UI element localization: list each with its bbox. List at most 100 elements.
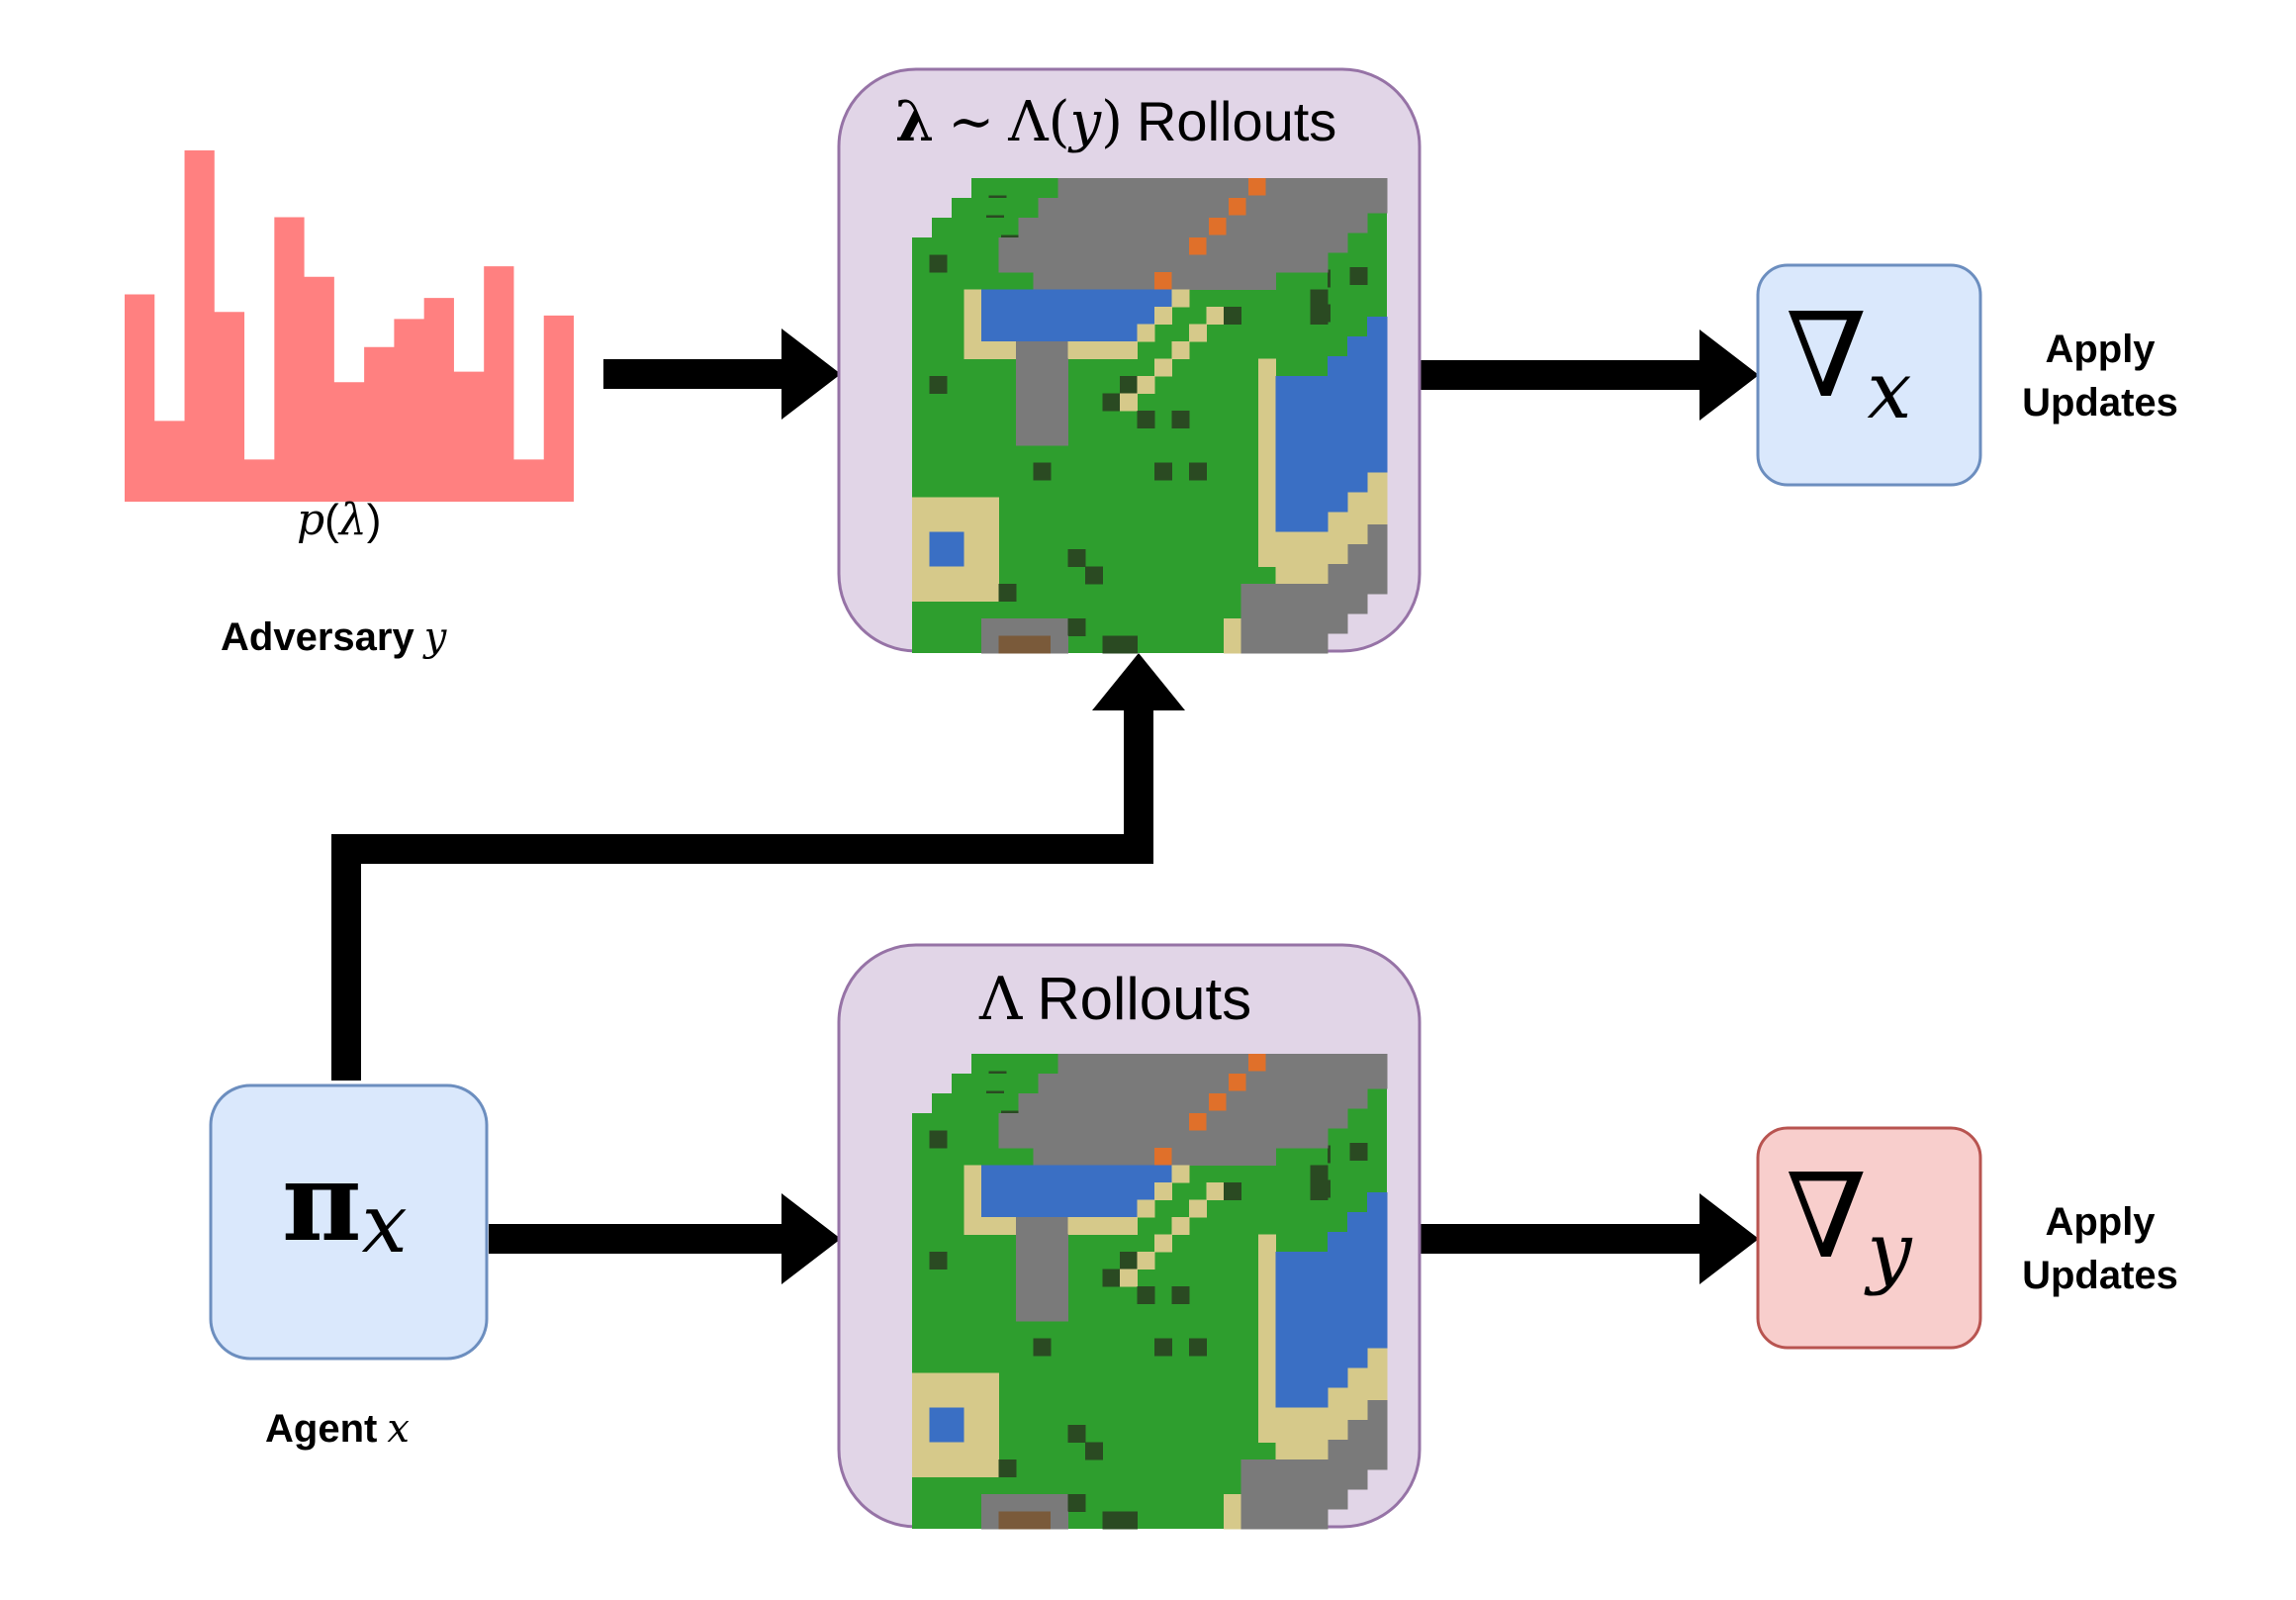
- map-tile: [1293, 1459, 1311, 1477]
- map-tile: [1258, 1269, 1276, 1287]
- map-tile: [1310, 237, 1329, 255]
- map-tile: [1067, 272, 1086, 290]
- map-tile: [1258, 376, 1276, 394]
- map-tile: [947, 1459, 964, 1477]
- map-tile: [1120, 237, 1138, 255]
- arrow-agent-to-top-rollouts-path: [331, 699, 1153, 1081]
- map-tile: [1293, 393, 1311, 412]
- map-tile: [1240, 1511, 1259, 1530]
- map-tile: [1258, 393, 1276, 412]
- map-tile: [1310, 289, 1329, 308]
- map-tile: [1258, 1425, 1276, 1443]
- map-tile: [1102, 341, 1121, 359]
- map-tile: [1310, 1165, 1329, 1183]
- arrow-agent-to-bottom-rollouts-shaft: [489, 1224, 796, 1254]
- map-tile: [1033, 1286, 1052, 1304]
- map-tile: [1224, 237, 1241, 255]
- map-tile: [998, 324, 1017, 342]
- map-tile: [964, 1182, 982, 1200]
- map-tile: [1154, 272, 1172, 290]
- map-tile: [1085, 324, 1103, 342]
- map-tile: [981, 341, 999, 359]
- map-tile: [998, 1494, 1017, 1512]
- map-tile: [1224, 1182, 1241, 1200]
- map-tile: [1349, 492, 1368, 511]
- map-tile: [1231, 178, 1249, 196]
- map-tile: [981, 618, 999, 636]
- map-tile: [1057, 178, 1076, 196]
- map-tile: [912, 1372, 930, 1391]
- map-tile: [1330, 218, 1348, 235]
- map-tile: [1016, 237, 1034, 255]
- bottom-rollouts-title: Λ Rollouts: [979, 965, 1251, 1034]
- map-tile: [981, 1182, 999, 1200]
- map-tile: [1369, 421, 1388, 438]
- map-tile: [1258, 497, 1276, 516]
- map-tile: [1016, 1511, 1034, 1530]
- map-tile: [1051, 254, 1068, 273]
- map-tile: [964, 531, 982, 550]
- map-tile: [1349, 1281, 1368, 1299]
- map-tile: [1240, 1459, 1259, 1477]
- map-tile: [1224, 254, 1241, 273]
- map-tile: [1070, 218, 1088, 235]
- map-tile: [1275, 445, 1294, 463]
- map-tile: [981, 497, 999, 516]
- map-tile: [1033, 1269, 1052, 1287]
- map-tile: [1240, 237, 1259, 255]
- map-tile: [1154, 462, 1172, 481]
- map-tile: [1369, 1435, 1388, 1453]
- map-tile: [1189, 1113, 1207, 1131]
- map-tile: [1258, 1252, 1276, 1270]
- map-tile: [1275, 1407, 1294, 1426]
- map-tile: [1258, 635, 1276, 654]
- map-tile: [1258, 1407, 1276, 1426]
- map-tile: [1349, 440, 1368, 458]
- map-tile: [1369, 368, 1388, 387]
- map-tile: [1016, 1269, 1034, 1287]
- map-tile: [1349, 1143, 1368, 1161]
- map-tile: [1258, 1303, 1276, 1322]
- map-tile: [964, 1459, 982, 1477]
- map-tile: [1310, 1476, 1329, 1495]
- map-tile: [1313, 1093, 1331, 1111]
- map-tile: [1087, 1093, 1106, 1111]
- map-tile: [1330, 512, 1348, 530]
- map-tile: [1051, 1148, 1068, 1166]
- map-tile: [1171, 254, 1190, 273]
- map-tile: [1369, 1071, 1388, 1089]
- map-tile: [1067, 237, 1086, 255]
- map-tile: [1310, 497, 1329, 516]
- map-tile: [1189, 1199, 1207, 1218]
- map-tile: [929, 1407, 948, 1426]
- map-tile: [1258, 411, 1276, 428]
- map-tile: [1369, 351, 1388, 369]
- map-tile: [1258, 549, 1276, 567]
- map-tile: [1145, 178, 1162, 196]
- map-tile: [1154, 289, 1172, 308]
- map-tile: [1033, 618, 1052, 636]
- map-tile: [1051, 272, 1068, 290]
- map-tile: [929, 497, 948, 516]
- map-tile: [1310, 1303, 1329, 1322]
- map-tile: [1240, 254, 1259, 273]
- map-tile: [998, 1182, 1017, 1200]
- map-tile: [1194, 1074, 1212, 1091]
- map-tile: [981, 531, 999, 550]
- map-tile: [981, 1511, 999, 1530]
- map-tile: [1258, 584, 1276, 602]
- map-tile: [1293, 635, 1311, 654]
- map-tile: [1349, 1264, 1368, 1282]
- map-tile: [1051, 1130, 1068, 1149]
- map-tile: [998, 1113, 1017, 1131]
- map-tile: [1209, 1093, 1227, 1111]
- map-tile: [998, 1165, 1017, 1183]
- map-tile: [1275, 462, 1294, 481]
- map-tile: [1369, 490, 1388, 508]
- map-tile: [1137, 1113, 1155, 1131]
- top-rollouts-map-stack: [912, 178, 1388, 654]
- map-tile: [1352, 1054, 1370, 1072]
- map-tile: [1085, 1442, 1103, 1460]
- map-tile: [981, 566, 999, 585]
- arrow-agent-to-bottom-rollouts-head: [781, 1193, 841, 1284]
